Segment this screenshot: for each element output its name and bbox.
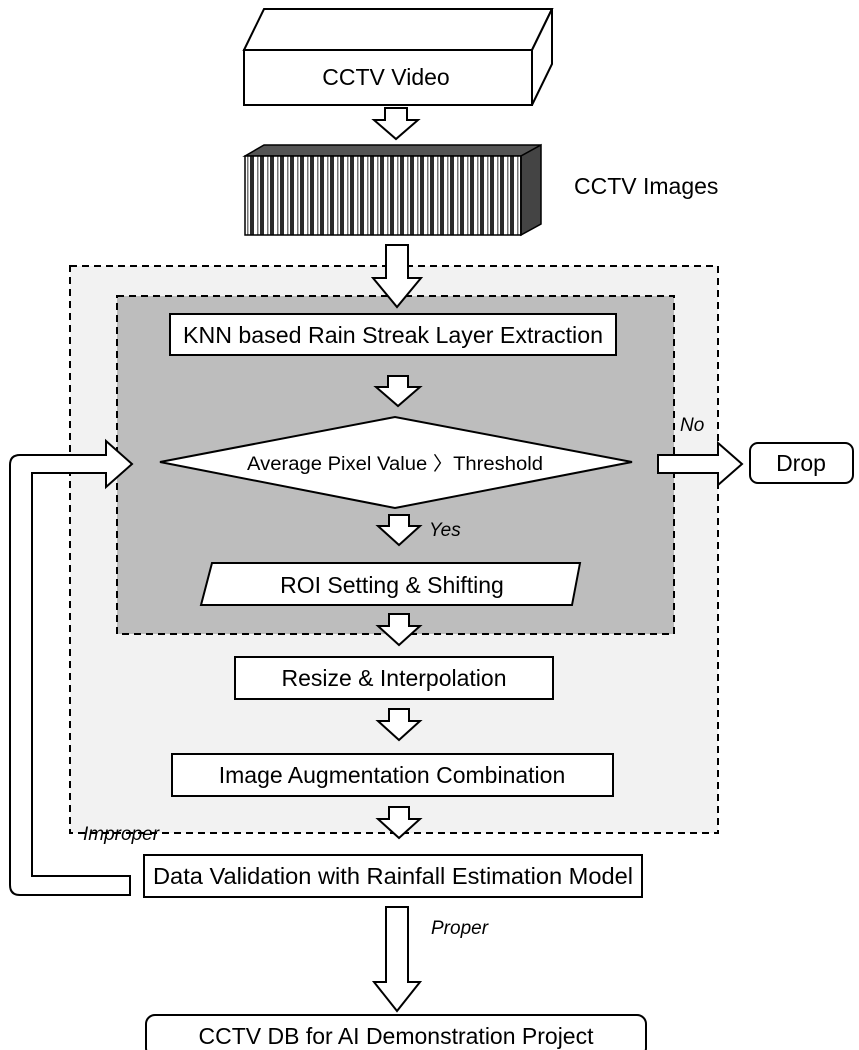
yes-edge-label: Yes <box>429 520 461 541</box>
validation-box <box>143 854 643 898</box>
arrow-resize-to-augment <box>375 708 423 742</box>
threshold-decision-diamond <box>159 415 633 510</box>
cctv-video-label: CCTV Video <box>322 64 449 90</box>
drop-label: Drop <box>776 450 826 476</box>
arrow-improper-feedback-loop <box>9 438 134 896</box>
roi-setting-box <box>199 562 582 606</box>
cctv-images-stack-icon <box>242 143 542 237</box>
arrow-augment-to-validate <box>375 806 423 840</box>
augmentation-label: Image Augmentation Combination <box>219 762 566 788</box>
cctv-images-label: CCTV Images <box>574 173 718 199</box>
proper-edge-label: Proper <box>431 918 489 939</box>
no-edge-label: No <box>680 415 704 436</box>
arrow-knn-to-decision <box>373 375 423 408</box>
cctv-db-box <box>145 1014 647 1050</box>
knn-extraction-box <box>169 313 617 356</box>
arrow-proper-to-db <box>371 906 423 1013</box>
cctv-db-label: CCTV DB for AI Demonstration Project <box>199 1023 595 1049</box>
arrow-no-to-drop <box>657 440 744 488</box>
improper-edge-label: Improper <box>83 824 160 845</box>
augmentation-box <box>171 753 614 797</box>
cctv-video-box: CCTV Video <box>242 8 554 106</box>
resize-interpolation-box <box>234 656 554 700</box>
roi-setting-label: ROI Setting & Shifting <box>280 572 504 598</box>
resize-interpolation-label: Resize & Interpolation <box>281 665 506 691</box>
threshold-decision-label: Average Pixel Value 〉Threshold <box>247 453 543 475</box>
arrow-video-to-images <box>371 107 421 141</box>
knn-extraction-label: KNN based Rain Streak Layer Extraction <box>183 322 603 348</box>
arrow-images-to-panel <box>370 244 424 309</box>
arrow-yes-to-roi <box>375 514 423 547</box>
arrow-roi-to-resize <box>375 613 423 647</box>
drop-box <box>749 442 854 484</box>
validation-label: Data Validation with Rainfall Estimation… <box>153 863 633 889</box>
